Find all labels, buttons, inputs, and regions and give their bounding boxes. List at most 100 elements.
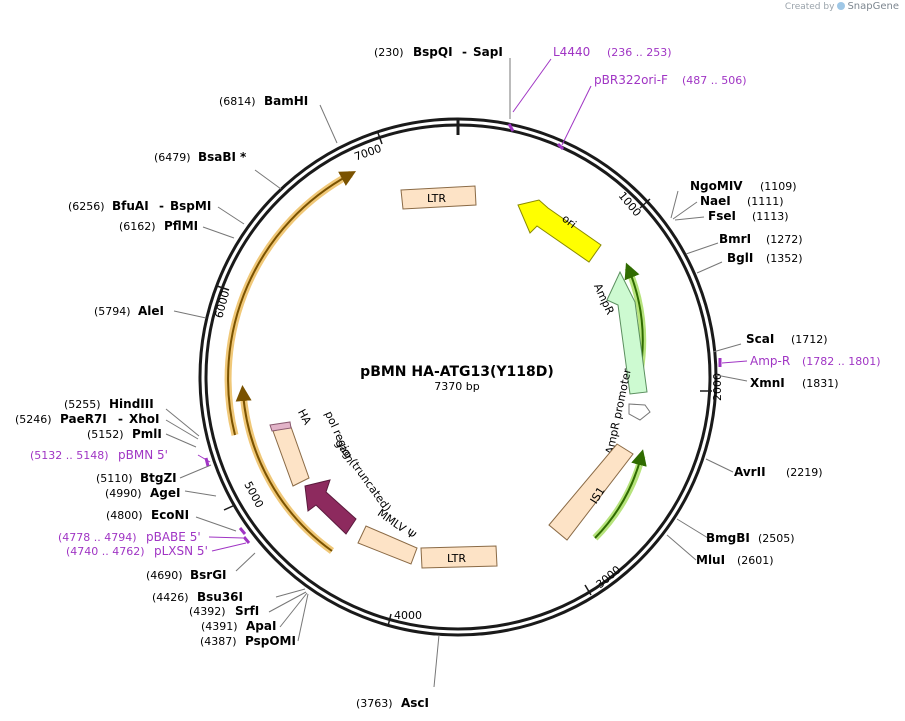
feature-pol-region: pol region xyxy=(272,409,356,487)
primer-name: pBR322ori-F xyxy=(594,73,668,87)
site-apai: (4391) ApaI xyxy=(201,619,276,633)
site-name: PspOMI xyxy=(245,634,296,648)
primer-name: pBABE 5' xyxy=(146,530,201,544)
plasmid-name: pBMN HA-ATG13(Y118D) xyxy=(360,364,554,380)
tick-marks xyxy=(216,132,712,627)
site-position: (2601) xyxy=(737,554,774,567)
site-bmri: BmrI (1272) xyxy=(719,232,803,246)
orf-arc-is1 xyxy=(594,449,647,539)
feature-ltr-top: LTR xyxy=(400,185,477,210)
site-name: PmlI xyxy=(132,427,162,441)
site-name: BfuAI xyxy=(112,199,149,213)
primer-l4440: L4440 (236 .. 253) xyxy=(553,45,672,59)
primer-range: (5132 .. 5148) xyxy=(30,449,109,462)
site-separator: - xyxy=(118,412,123,426)
site-name: BsaBI xyxy=(198,150,236,164)
site-name: BmrI xyxy=(719,232,751,246)
site-star: * xyxy=(240,150,247,164)
orf-arc-lower xyxy=(235,385,333,552)
site-bamhi: (6814) BamHI xyxy=(219,94,308,108)
site-position: (1111) xyxy=(747,195,784,208)
primer-amp-r: Amp-R (1782 .. 1801) xyxy=(750,354,881,368)
site-name-2: BspMI xyxy=(170,199,211,213)
primer-range: (1782 .. 1801) xyxy=(802,355,881,368)
site-position: (5110) xyxy=(96,472,133,485)
feature-label: pol region xyxy=(322,409,356,465)
credit-prefix: Created by xyxy=(784,2,835,12)
site-position: (4800) xyxy=(106,509,143,522)
primer-name: L4440 xyxy=(553,45,590,59)
site-name-2: SapI xyxy=(473,45,503,59)
site-name: AscI xyxy=(401,696,429,710)
site-name-2: XhoI xyxy=(129,412,160,426)
site-srfi: (4392) SrfI xyxy=(189,604,259,618)
site-hindiii: (5255) HindIII xyxy=(64,397,154,411)
site-position: (2505) xyxy=(758,532,795,545)
site-pmli: (5152) PmlI xyxy=(87,427,162,441)
site-position: (1272) xyxy=(766,233,803,246)
site-name: FseI xyxy=(708,209,736,223)
site-paer7i-xhoi: (5246) PaeR7I - XhoI xyxy=(15,412,160,426)
primer-pbmn-5: (5132 .. 5148) pBMN 5' xyxy=(30,448,168,462)
tick-label-6000: 6000 xyxy=(212,289,232,319)
site-bsabi: (6479) BsaBI * xyxy=(154,150,247,164)
site-name: PaeR7I xyxy=(60,412,107,426)
site-name: XmnI xyxy=(750,376,785,390)
feature-ha: HA xyxy=(269,407,314,432)
site-position: (5255) xyxy=(64,398,101,411)
site-separator: - xyxy=(159,199,164,213)
tick-label-2000: 2000 xyxy=(711,373,724,401)
site-name: BtgZI xyxy=(140,471,177,485)
site-pflmi: (6162) PflMI xyxy=(119,219,198,233)
primer-range: (236 .. 253) xyxy=(607,46,672,59)
site-name: EcoNI xyxy=(151,508,189,522)
primer-name: Amp-R xyxy=(750,354,790,368)
site-scai: ScaI (1712) xyxy=(746,332,828,346)
primer-name: pLXSN 5' xyxy=(154,544,208,558)
site-name: BglI xyxy=(727,251,753,265)
site-position: (5152) xyxy=(87,428,124,441)
primer-range: (487 .. 506) xyxy=(682,74,747,87)
site-name: MluI xyxy=(696,553,725,567)
site-position: (6479) xyxy=(154,151,191,164)
site-position: (6814) xyxy=(219,95,256,108)
site-connectors xyxy=(165,58,748,688)
site-position: (1831) xyxy=(802,377,839,390)
site-position: (1113) xyxy=(752,210,789,223)
site-position: (4392) xyxy=(189,605,226,618)
site-agei: (4990) AgeI xyxy=(105,486,180,500)
site-name: ScaI xyxy=(746,332,774,346)
site-bfuai-bspmi: (6256) BfuAI - BspMI xyxy=(68,199,211,213)
plasmid-size: 7370 bp xyxy=(434,380,479,393)
site-name: NgoMIV xyxy=(690,179,743,193)
primer-connectors xyxy=(197,58,748,552)
tick-label-4000: 4000 xyxy=(394,609,422,622)
site-econi: (4800) EcoNI xyxy=(106,508,189,522)
feature-label: HA xyxy=(295,407,314,427)
site-position: (230) xyxy=(374,46,404,59)
site-name: Bsu36I xyxy=(197,590,243,604)
primer-range: (4740 .. 4762) xyxy=(66,545,145,558)
snapgene-logo-icon xyxy=(837,2,846,10)
feature-is1: IS1 xyxy=(548,443,634,541)
site-avrii: AvrII (2219) xyxy=(734,465,823,479)
site-name: BsrGI xyxy=(190,568,227,582)
feature-label: LTR xyxy=(427,192,446,205)
feature-ampr: AmpR xyxy=(591,270,648,395)
site-pspomi: (4387) PspOMI xyxy=(200,634,296,648)
primer-name: pBMN 5' xyxy=(118,448,168,462)
site-ngomiv: NgoMIV (1109) xyxy=(690,179,797,193)
site-position: (1352) xyxy=(766,252,803,265)
primer-pbr322ori-f: pBR322ori-F (487 .. 506) xyxy=(594,73,747,87)
site-position: (4426) xyxy=(152,591,189,604)
site-fsei: FseI (1113) xyxy=(708,209,789,223)
feature-mmlv-psi: MMLV Ψ xyxy=(357,506,418,565)
site-bgli: BglI (1352) xyxy=(727,251,803,265)
site-bsrgi: (4690) BsrGI xyxy=(146,568,227,582)
site-name: AleI xyxy=(138,304,164,318)
site-mlui: MluI (2601) xyxy=(696,553,774,567)
site-position: (6256) xyxy=(68,200,105,213)
site-separator: - xyxy=(462,45,467,59)
site-position: (4690) xyxy=(146,569,183,582)
